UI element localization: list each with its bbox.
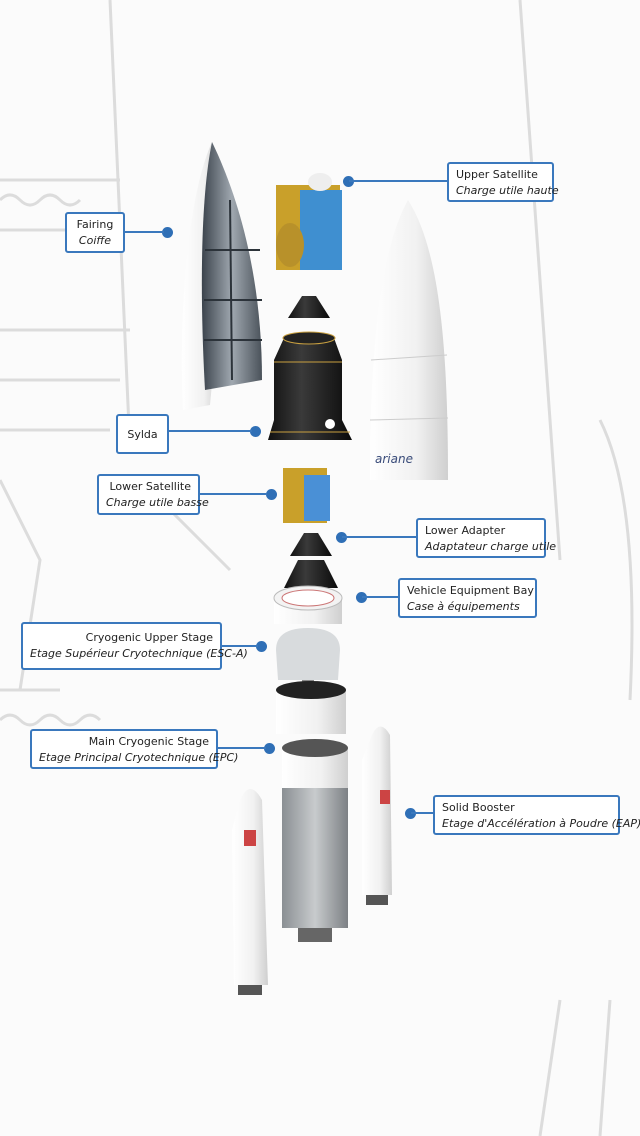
lower-satellite-illustration <box>283 468 330 523</box>
label-fr: Etage d'Accélération à Poudre (EAP) <box>442 817 640 830</box>
solid-booster-label[interactable]: Solid Booster Etage d'Accélération à Pou… <box>433 795 640 835</box>
label-en: Fairing <box>76 218 114 231</box>
main-cryogenic-stage-marker[interactable] <box>264 743 275 754</box>
fairing-marker[interactable] <box>162 227 173 238</box>
main-cryogenic-stage-label[interactable]: Main Cryogenic Stage Etage Principal Cry… <box>30 729 239 769</box>
vehicle-equipment-bay-illustration <box>273 585 343 624</box>
label-fr: Charge utile haute <box>456 184 559 197</box>
sylda-marker[interactable] <box>250 426 261 437</box>
label-en: Main Cryogenic Stage <box>88 735 209 748</box>
fairing-half-illustration <box>181 142 262 410</box>
main-cryogenic-stage-leader <box>217 747 266 749</box>
interstage-illustration <box>276 681 346 734</box>
cryogenic-upper-stage-leader <box>221 645 258 647</box>
lower-satellite-marker[interactable] <box>266 489 277 500</box>
solid-booster-right-illustration <box>362 726 392 905</box>
vehicle-equipment-bay-leader <box>362 596 398 598</box>
cryogenic-upper-stage-label[interactable]: Cryogenic Upper Stage Etage Supérieur Cr… <box>21 622 248 670</box>
vehicle-equipment-bay-label[interactable]: Vehicle Equipment Bay Case à équipements <box>398 578 537 618</box>
label-fr: Etage Principal Cryotechnique (EPC) <box>39 751 239 764</box>
sylda-illustration <box>268 331 352 440</box>
solid-booster-marker[interactable] <box>405 808 416 819</box>
cryogenic-upper-stage-marker[interactable] <box>256 641 267 652</box>
lower-adapter-marker[interactable] <box>336 532 347 543</box>
upper-satellite-marker[interactable] <box>343 176 354 187</box>
fairing-leader <box>124 231 164 233</box>
vehicle-equipment-bay-marker[interactable] <box>356 592 367 603</box>
lower-adapter-leader <box>342 536 416 538</box>
lower-adapter-illustration <box>290 533 332 556</box>
label-fr: Case à équipements <box>407 600 520 613</box>
solid-booster-left-illustration <box>232 789 268 995</box>
fairing-label[interactable]: Fairing Coiffe <box>65 212 125 253</box>
label-en: Solid Booster <box>442 801 515 814</box>
label-en: Vehicle Equipment Bay <box>407 584 534 597</box>
label-en: Upper Satellite <box>456 168 538 181</box>
lower-adapter-label[interactable]: Lower Adapter Adaptateur charge utile <box>416 518 557 558</box>
label-en: Cryogenic Upper Stage <box>85 631 213 644</box>
label-fr: Etage Supérieur Cryotechnique (ESC-A) <box>30 647 248 660</box>
upper-satellite-label[interactable]: Upper Satellite Charge utile haute <box>447 162 559 202</box>
label-en: Lower Adapter <box>425 524 506 537</box>
fairing-closed-illustration: ariane <box>369 200 449 480</box>
adapter-cone-illustration <box>284 560 338 588</box>
label-fr: Coiffe <box>78 234 112 247</box>
upper-satellite-leader <box>349 180 447 182</box>
sylda-leader <box>168 430 252 432</box>
solid-booster-leader <box>411 812 433 814</box>
lower-satellite-leader <box>199 493 267 495</box>
upper-adapter-illustration <box>288 296 330 318</box>
label-fr: Adaptateur charge utile <box>425 540 557 553</box>
label-en: Lower Satellite <box>109 480 191 493</box>
ariane-logo: ariane <box>375 452 413 466</box>
label-en: Sylda <box>127 428 158 441</box>
label-fr: Charge utile basse <box>106 496 209 509</box>
lower-satellite-label[interactable]: Lower Satellite Charge utile basse <box>97 474 209 515</box>
sylda-label[interactable]: Sylda <box>116 414 169 454</box>
upper-satellite-illustration <box>276 173 342 270</box>
main-cryogenic-stage-illustration <box>282 739 348 942</box>
